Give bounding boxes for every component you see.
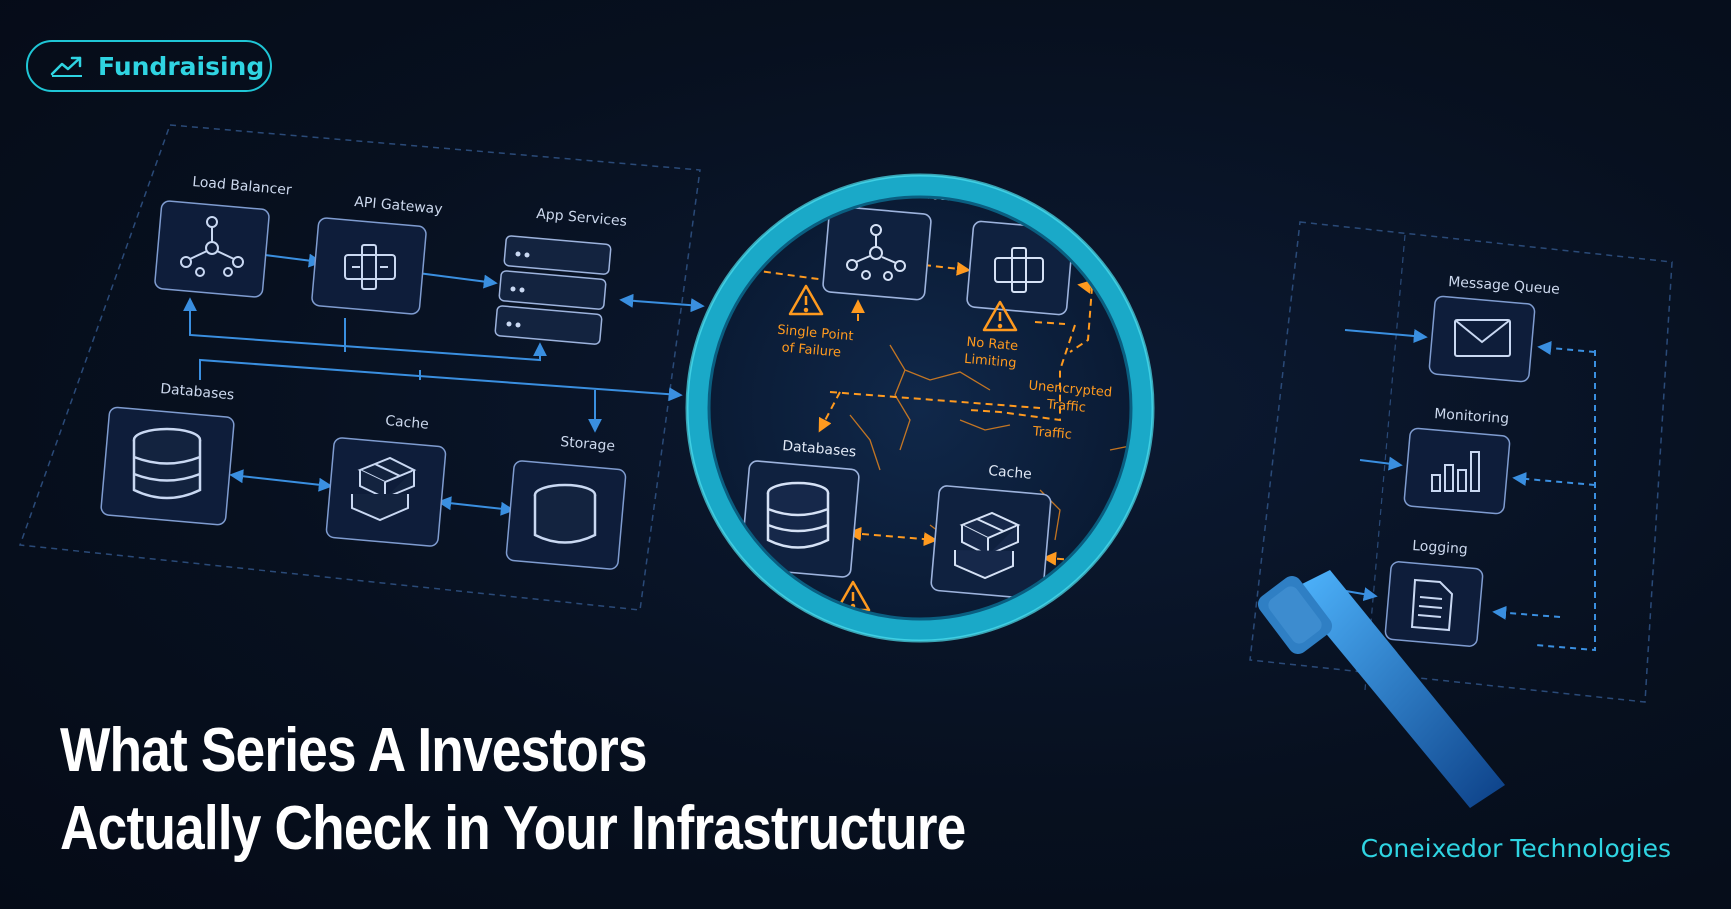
right-label-monitoring: Monitoring — [1434, 406, 1510, 427]
warning-spof-line2: of Failure — [781, 340, 842, 360]
lens-label-app-services: App Services — [1160, 210, 1252, 234]
warning-traffic: Traffic — [1031, 424, 1072, 442]
lens-node-databases — [740, 460, 860, 578]
left-panel-frame — [18, 124, 701, 611]
left-label-api-gateway: API Gateway — [354, 194, 444, 218]
right-label-logging: Logging — [1412, 538, 1469, 558]
warning-overprovisioned-line1: Overprovisioned — [1197, 407, 1305, 431]
document-icon — [1410, 578, 1454, 632]
category-badge-label: Fundraising — [98, 51, 265, 81]
warning-rate-line1: No Rate — [966, 335, 1019, 354]
warning-icon — [982, 300, 1018, 332]
left-label-storage: Storage — [560, 434, 616, 455]
warning-encryption-line1: Unencrypted — [1028, 378, 1113, 400]
left-label-cache: Cache — [385, 413, 430, 433]
storage-icon — [533, 483, 597, 544]
left-label-load-balancer: Load Balancer — [192, 174, 293, 199]
left-node-cache — [325, 437, 447, 547]
right-node-logging — [1384, 561, 1484, 647]
cache-blocks-icon — [954, 511, 1021, 580]
lens-node-storage — [1117, 507, 1206, 629]
warning-spof-line1: Single Point — [777, 323, 854, 345]
database-icon — [132, 427, 202, 500]
right-node-message-queue — [1428, 295, 1536, 383]
warning-icon — [1099, 628, 1135, 630]
left-node-databases — [100, 406, 235, 526]
lens-label-cache: Cache — [988, 463, 1033, 483]
left-node-load-balancer — [154, 200, 270, 298]
warning-rate-line2: Limiting — [964, 352, 1017, 372]
bar-chart-icon — [1431, 451, 1480, 492]
warning-icon — [1246, 370, 1278, 398]
lens-label-databases: Databases — [782, 438, 857, 460]
left-label-databases: Databases — [160, 381, 235, 403]
left-label-app-services: App Services — [536, 206, 628, 230]
lens-node-cache — [930, 485, 1052, 600]
network-node-icon — [180, 216, 244, 277]
right-node-monitoring — [1403, 427, 1511, 515]
headline-line-1: What Series A Investors — [60, 716, 648, 785]
left-node-storage — [505, 460, 627, 570]
gateway-icon — [344, 244, 396, 290]
headline: What Series A Investors Actually Check i… — [60, 712, 966, 868]
warning-eviction-line2: Not Set — [948, 671, 997, 690]
right-panel-frame — [1249, 221, 1673, 703]
warning-public-line1: Public — [1092, 662, 1132, 680]
lens-node-load-balancer — [822, 205, 932, 301]
magnifier-rim — [687, 175, 1153, 641]
envelope-icon — [1454, 319, 1511, 357]
network-node-icon — [846, 224, 906, 281]
warning-encryption-line2: Traffic — [1045, 397, 1086, 415]
warning-public-line2: Access — [1085, 679, 1131, 698]
left-node-app-services — [494, 235, 612, 345]
lens-label-storage: Storage — [1168, 485, 1224, 506]
brand-name: Coneixedor Technologies — [1360, 834, 1671, 863]
warning-icon — [788, 284, 824, 316]
database-icon — [766, 481, 830, 549]
right-connections — [1339, 329, 1596, 652]
warning-overprovisioned-line2: Resources — [1213, 426, 1281, 447]
magnifier-handle — [1257, 570, 1505, 808]
right-label-message-queue: Message Queue — [1448, 274, 1561, 298]
trend-up-icon — [50, 56, 82, 77]
lens-node-app-services — [1126, 236, 1142, 356]
headline-line-2: Actually Check in Your Infrastructure — [60, 794, 966, 863]
category-badge: Fundraising — [26, 40, 272, 92]
left-connections — [183, 253, 705, 516]
gateway-icon — [994, 247, 1044, 293]
left-node-api-gateway — [311, 217, 427, 315]
cache-blocks-icon — [351, 456, 417, 522]
warning-eviction-line1: Eviction Policy — [928, 652, 1022, 675]
storage-icon — [1146, 535, 1206, 598]
